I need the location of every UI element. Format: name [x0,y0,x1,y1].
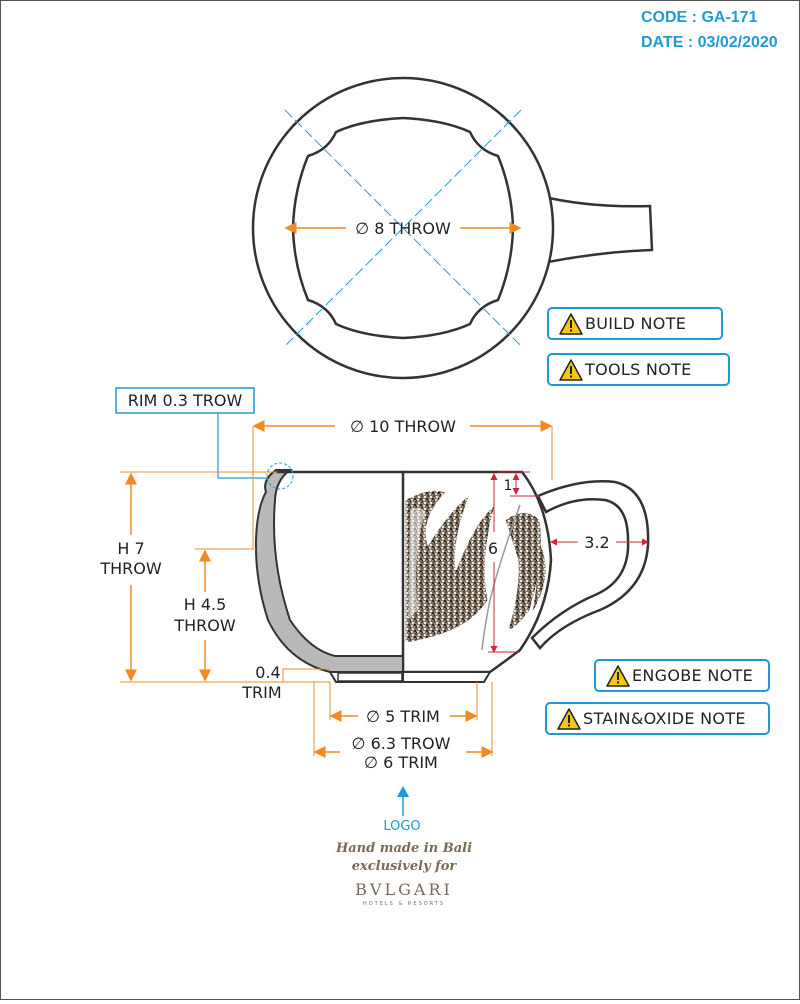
foot-ring [337,672,403,682]
handle-side-view [530,480,650,650]
build-note-label: BUILD NOTE [585,314,687,333]
build-note-button[interactable]: BUILD NOTE [547,307,723,340]
logo-brand-sub: HOTELS & RESORTS [363,901,445,907]
stain-oxide-note-button[interactable]: STAIN&OXIDE NOTE [545,702,770,735]
tools-note-label: TOOLS NOTE [585,360,692,379]
rim-detail-circle [266,462,294,490]
warning-icon [559,312,583,335]
logo-line-1: Hand made in Bali [335,841,472,856]
warning-icon [557,707,581,730]
foot-outer-label-2: ∅ 6 TRIM [364,753,438,772]
base-thickness-label-1: 0.4 [255,663,280,682]
logo-pointer-arrow [397,786,409,797]
logo-area: LOGO Hand made in Bali exclusively for B… [335,786,472,907]
engobe-note-label: ENGOBE NOTE [632,666,753,685]
height-label-2: THROW [99,559,162,578]
handle-top-view [539,194,654,264]
inner-height-label-1: H 4.5 [184,595,227,614]
rim-band-label: 1 [504,478,513,494]
warning-icon [606,664,630,687]
rim-label-box [115,387,255,414]
inner-diameter-label: ∅ 8 THROW [355,219,451,238]
height-label-1: H 7 [117,539,144,558]
foot-outer-label-1: ∅ 6.3 TROW [352,734,451,753]
inner-height-label-2: THROW [173,616,236,635]
warning-icon [559,358,583,381]
rim-label: RIM 0.3 TROW [128,391,243,410]
logo-pointer-label: LOGO [383,819,420,834]
width-label: ∅ 10 THROW [350,417,456,436]
logo-brand: BVLGARI [355,880,453,899]
stain-oxide-note-label: STAIN&OXIDE NOTE [583,709,746,728]
speckle-decoration [404,489,546,651]
logo-line-2: exclusively for [352,859,458,874]
handle-label: 3.2 [584,533,609,552]
drawing-code: CODE : GA-171 [641,9,758,26]
engobe-note-button[interactable]: ENGOBE NOTE [594,659,770,692]
foot-inner-label: ∅ 5 TRIM [366,707,440,726]
drawing-date: DATE : 03/02/2020 [641,34,778,51]
base-thickness-label-2: TRIM [241,683,281,702]
foot-exterior-half [402,671,492,683]
top-view: ∅ 8 THROW [251,76,654,380]
decoration-height-label: 6 [488,539,498,558]
tools-note-button[interactable]: TOOLS NOTE [547,353,730,386]
wall-section [254,469,404,673]
rim-leader-line [217,413,268,479]
side-view: ∅ 10 THROW H 7 THROW H 4.5 THROW 0.4 TRI… [99,413,650,772]
